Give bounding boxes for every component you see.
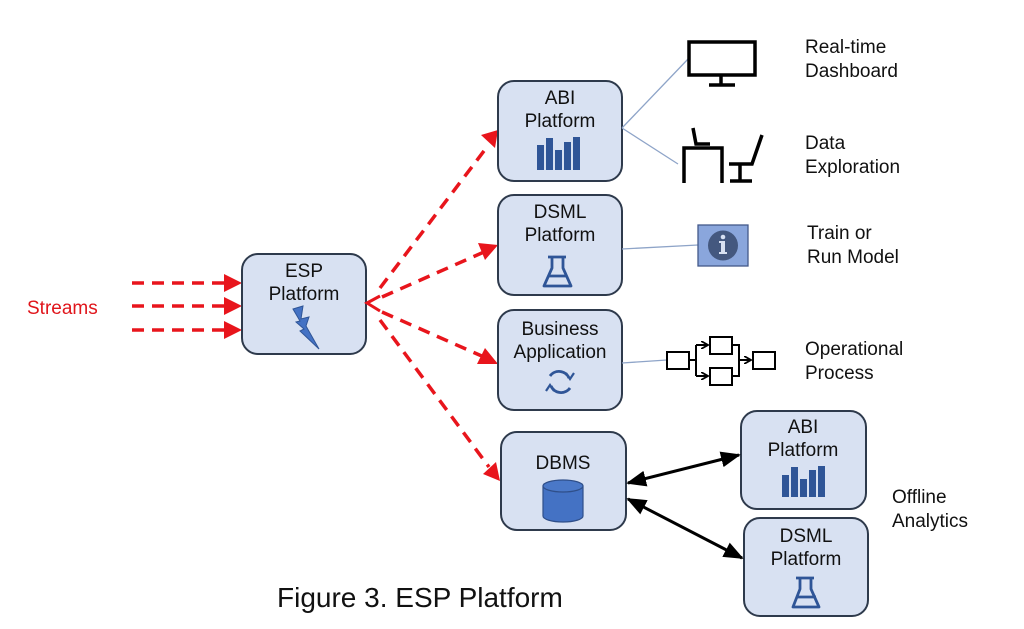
dsml-node-title-line2: Platform <box>525 225 596 246</box>
business-node-box <box>497 309 623 411</box>
offline-sync-arrows <box>626 451 744 560</box>
bar-chart-icon <box>537 137 580 170</box>
business-node-title-line2: Application <box>514 342 607 363</box>
arrowhead-to-abi <box>481 130 498 148</box>
dashboard-label-line1: Real-time <box>805 37 886 58</box>
abi-node-title-line1: ABI <box>545 88 576 109</box>
outcome-connectors <box>621 57 699 364</box>
offline-dsml-node-box <box>743 517 869 617</box>
link-abi-to-dashboard <box>621 57 690 129</box>
process-label-line1: Operational <box>805 339 903 360</box>
process-flow-icon <box>666 336 776 386</box>
arrowhead-to-business <box>477 348 498 364</box>
monitor-icon <box>687 40 757 87</box>
flask-icon <box>791 576 821 609</box>
dbms-node-title: DBMS <box>536 453 591 474</box>
link-abi-to-exploration <box>621 127 679 165</box>
offline-abi-node-box <box>740 410 867 510</box>
exploration-label-line1: Data <box>805 133 846 154</box>
flask-icon <box>542 255 573 288</box>
process-label-line2: Process <box>805 363 874 384</box>
model-label-line2: Run Model <box>807 247 899 268</box>
figure-caption: Figure 3. ESP Platform <box>277 582 563 613</box>
stream-arrowhead-3 <box>224 321 242 339</box>
business-application-node[interactable]: Business Application <box>497 309 623 411</box>
arrow-esp-to-abi <box>378 145 489 290</box>
arrowhead-to-dsml <box>478 243 498 260</box>
arrow-esp-to-dbms <box>378 318 491 469</box>
offline-abi-node-title-line2: Platform <box>768 440 839 461</box>
info-icon <box>697 224 749 267</box>
dsml-node-title-line1: DSML <box>534 202 587 223</box>
offline-label-line2: Analytics <box>892 511 968 532</box>
desk-chair-icon <box>682 127 764 183</box>
database-cylinder-icon <box>542 479 584 523</box>
arrowhead-to-dbms <box>483 462 500 481</box>
streams-label: Streams <box>27 298 98 319</box>
link-business-to-process <box>621 359 668 364</box>
esp-tail-arrowhead <box>363 294 381 313</box>
stream-arrowhead-2 <box>224 297 242 315</box>
dsml-node-box <box>497 194 623 296</box>
offline-label-line1: Offline <box>892 487 947 508</box>
arrow-dbms-abi <box>626 451 741 487</box>
stream-arrowhead-1 <box>224 274 242 292</box>
esp-node-title-line2: Platform <box>269 284 340 305</box>
offline-abi-node-title-line1: ABI <box>788 417 819 438</box>
dsml-platform-node[interactable]: DSML Platform <box>497 194 623 296</box>
arrow-esp-to-business <box>381 310 485 359</box>
link-dsml-to-model <box>621 244 699 250</box>
exploration-label-line2: Exploration <box>805 157 900 178</box>
refresh-cycle-icon <box>545 370 575 394</box>
esp-platform-node[interactable]: ESP Platform <box>241 253 367 355</box>
lightning-icon <box>292 305 320 350</box>
arrow-esp-to-dsml <box>381 250 485 299</box>
dashboard-label-line2: Dashboard <box>805 61 898 82</box>
arrow-dbms-dsml <box>626 497 744 560</box>
model-label-line1: Train or <box>807 223 872 244</box>
incoming-stream-arrows <box>132 274 242 339</box>
offline-dsml-node-title-line2: Platform <box>771 549 842 570</box>
esp-outgoing-arrows <box>363 130 500 481</box>
abi-node-box <box>497 80 623 182</box>
offline-abi-platform-node[interactable]: ABI Platform <box>740 410 867 510</box>
abi-platform-node[interactable]: ABI Platform <box>497 80 623 182</box>
esp-node-title-line1: ESP <box>285 261 323 282</box>
dbms-node[interactable]: DBMS <box>500 431 627 531</box>
offline-dsml-node-title-line1: DSML <box>780 526 833 547</box>
abi-node-title-line2: Platform <box>525 111 596 132</box>
bar-chart-icon <box>782 466 825 497</box>
offline-dsml-platform-node[interactable]: DSML Platform <box>743 517 869 617</box>
business-node-title-line1: Business <box>521 319 598 340</box>
